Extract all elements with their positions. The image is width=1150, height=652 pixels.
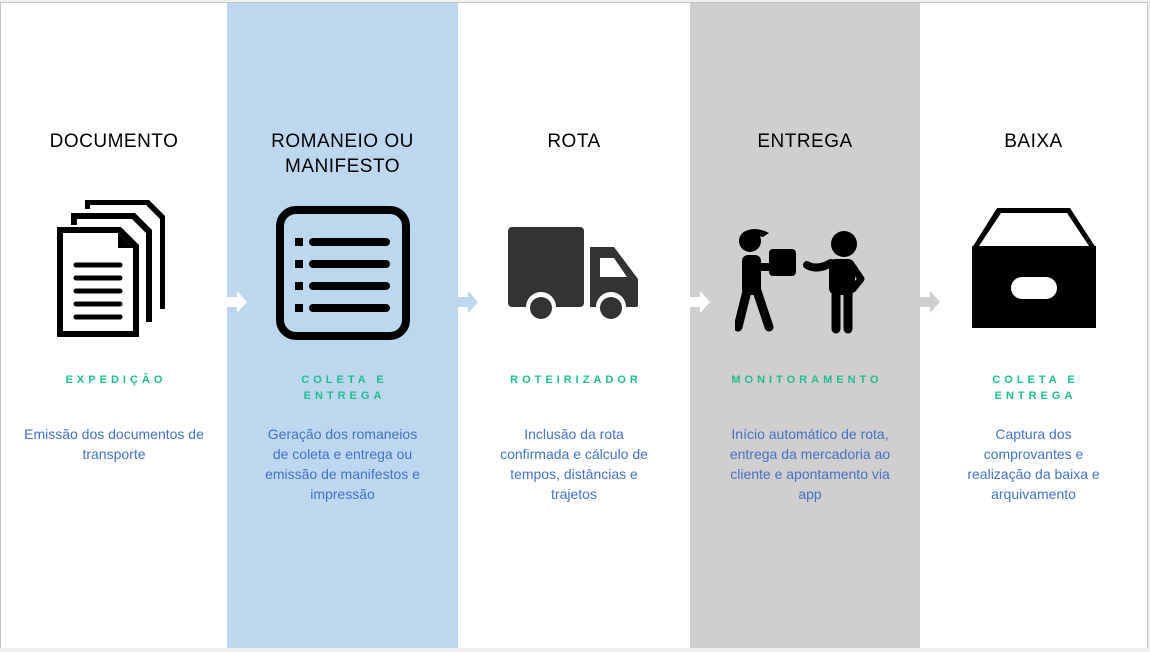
step-baixa: BAIXA COLETA E ENTREGA Captura dos compr…: [920, 3, 1147, 648]
step-title: ROMANEIO OU MANIFESTO: [271, 131, 414, 177]
step-description: Emissão dos documentos de transporte: [24, 426, 204, 462]
list-icon: [275, 206, 410, 340]
step-rota: ROTA ROTEIRIZADOR Inclusão da rota confi…: [458, 3, 690, 648]
step-tag: COLETA E ENTREGA: [992, 374, 1079, 402]
documents-stack-icon: [57, 200, 165, 337]
step-tag: ROTEIRIZADOR: [510, 374, 642, 386]
step-title: BAIXA: [1004, 131, 1063, 152]
arrow-right-icon: [227, 291, 247, 313]
arrow-right-icon: [920, 291, 940, 313]
archive-box-icon: [971, 208, 1096, 328]
step-entrega: ENTREGA MONITORAMENTO Início automático …: [690, 3, 920, 648]
step-title: ENTREGA: [757, 131, 853, 152]
step-tag: COLETA E ENTREGA: [301, 374, 388, 402]
arrow-right-icon: [690, 291, 710, 313]
truck-icon: [508, 227, 638, 322]
step-description: Captura dos comprovantes e realização da…: [967, 426, 1100, 502]
step-description: Início automático de rota, entrega da me…: [729, 426, 891, 502]
arrow-right-icon: [458, 291, 478, 313]
step-romaneio: ROMANEIO OU MANIFESTO COLETA E ENTREGA G…: [227, 3, 458, 648]
step-tag: EXPEDIÇÃO: [65, 374, 167, 386]
step-title: DOCUMENTO: [49, 131, 179, 152]
delivery-handover-icon: [735, 229, 865, 334]
step-documento: DOCUMENTO EXPEDIÇÃO Emissão dos document…: [1, 3, 227, 648]
step-description: Geração dos romaneios de coleta e entreg…: [265, 426, 420, 502]
step-description: Inclusão da rota confirmada e cálculo de…: [500, 426, 648, 502]
step-tag: MONITORAMENTO: [731, 374, 883, 386]
step-title: ROTA: [547, 131, 601, 152]
